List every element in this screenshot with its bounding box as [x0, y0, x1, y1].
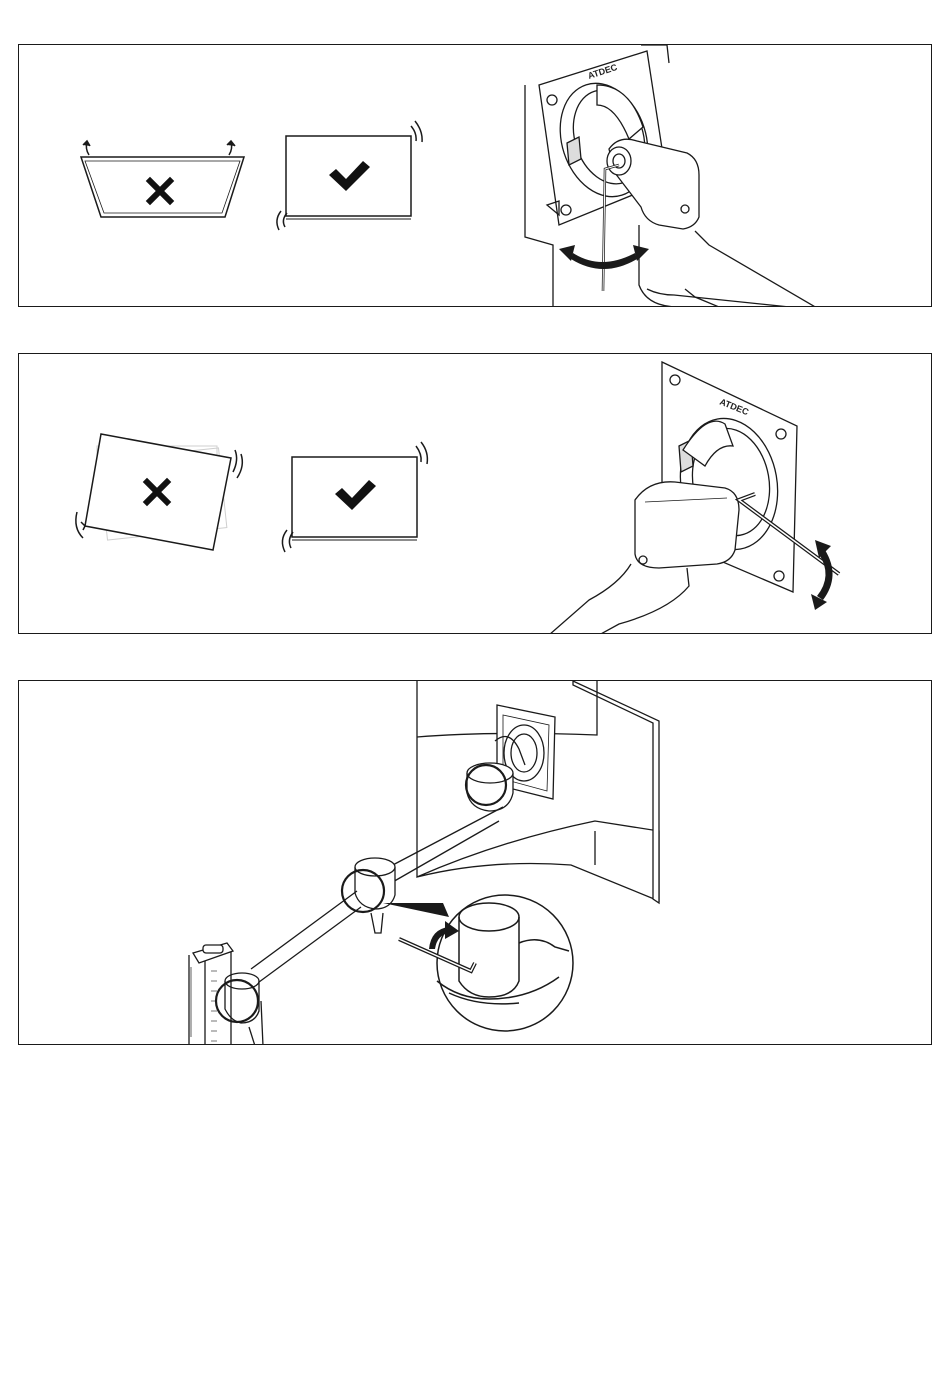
monitor-arm-illustration	[189, 681, 659, 1045]
rotation-mount-illustration: ATDEC	[549, 362, 839, 634]
zoom-callout-pointer	[383, 903, 449, 917]
curved-arrow-icon	[811, 540, 833, 610]
rotation-adjustment-panel: ATDEC	[18, 353, 932, 634]
arm-joint-tension-panel	[18, 680, 932, 1045]
tilt-mount-illustration: ATDEC	[525, 45, 817, 307]
tilted-monitor-wrong	[81, 141, 244, 217]
tilt-adjustment-panel: ATDEC	[18, 44, 932, 307]
